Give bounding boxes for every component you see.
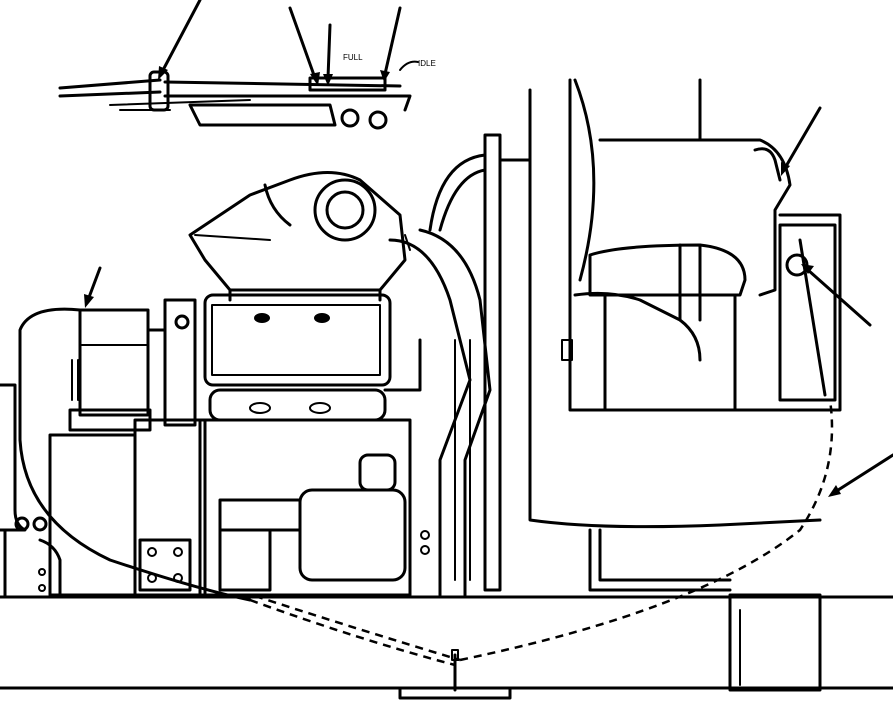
radiator xyxy=(428,133,532,592)
right-cab xyxy=(528,78,842,529)
air-cleaner xyxy=(68,308,167,432)
left-cab-shell xyxy=(0,383,62,599)
battery-box xyxy=(48,298,207,597)
turbocharger xyxy=(188,171,407,302)
label-idle: IDLE xyxy=(418,59,436,68)
engine-block xyxy=(198,293,422,597)
label-full: FULL xyxy=(343,53,363,62)
throttle-cable xyxy=(18,307,461,667)
exhaust-pipe xyxy=(388,228,492,597)
vehicle-frame xyxy=(0,593,893,700)
seat xyxy=(561,243,747,412)
callout-arrows xyxy=(84,0,893,497)
step-platform xyxy=(451,399,834,692)
throttle-linkage-detail: FULL IDLE xyxy=(58,53,436,130)
